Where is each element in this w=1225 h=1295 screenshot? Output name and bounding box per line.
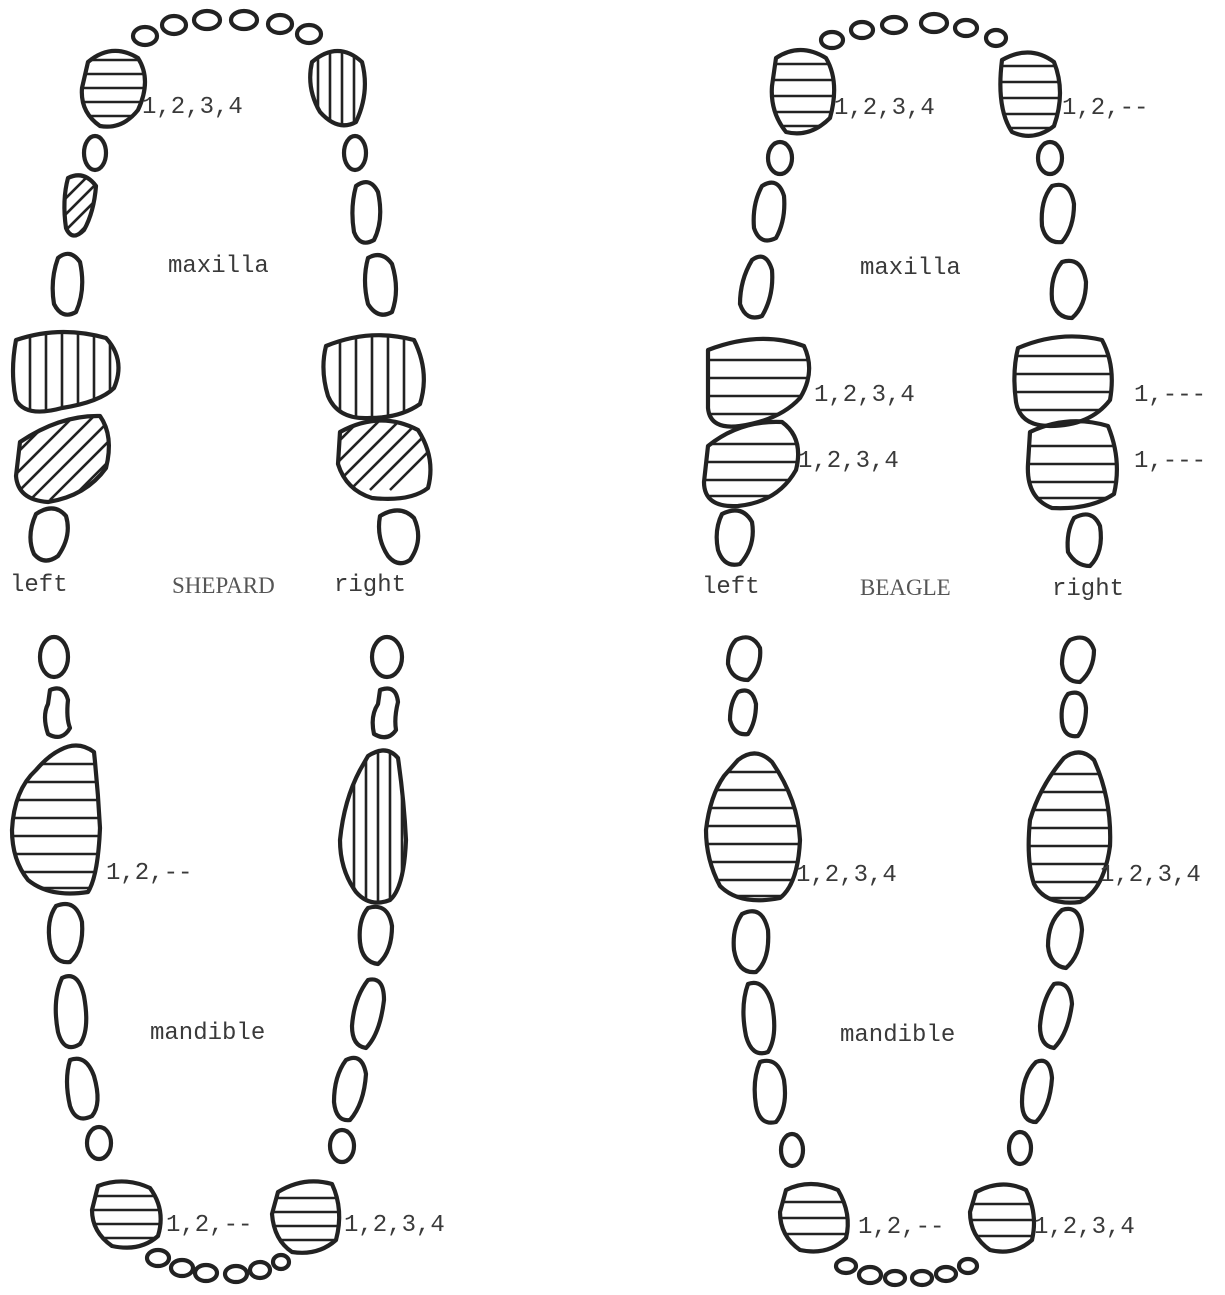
- shepard-upper-right-carnassials: [320, 320, 440, 499]
- beagle-upper-right-canine-label: 1,2,--: [1062, 97, 1148, 121]
- beagle-lower-left-molar-label: 1,2,3,4: [796, 864, 897, 888]
- beagle-maxilla-molars: [717, 510, 1101, 566]
- shepard-maxilla-molars: [30, 508, 418, 563]
- shepard-title: SHEPARD: [172, 574, 275, 597]
- beagle-upper-right-carnassials: [1000, 336, 1130, 508]
- shepard-upper-right-canine: [310, 40, 366, 140]
- beagle-upper-left-canine-label: 1,2,3,4: [834, 97, 935, 121]
- beagle-maxilla-premolars: [740, 142, 1086, 318]
- shepard-mandible-label: mandible: [150, 1022, 265, 1046]
- beagle-mandible-right-teeth: [960, 638, 1130, 1252]
- beagle-mandible-label: mandible: [840, 1024, 955, 1048]
- shepard-mandible-incisors: [147, 1250, 289, 1282]
- beagle-maxilla-incisors: [821, 14, 1006, 48]
- shepard-lower-right-canine-label: 1,2,3,4: [344, 1214, 445, 1238]
- beagle-upper-left-carnassial-1-label: 1,2,3,4: [814, 384, 915, 408]
- shepard-right-label: right: [334, 574, 406, 598]
- shepard-upper-left-canine-label: 1,2,3,4: [142, 96, 243, 120]
- beagle-mandible-left-teeth: [690, 637, 860, 1251]
- beagle-upper-left-carnassials: [690, 339, 830, 506]
- shepard-maxilla-incisors: [133, 11, 321, 45]
- beagle-title: BEAGLE: [860, 576, 951, 599]
- beagle-lower-left-canine-label: 1,2,--: [858, 1216, 944, 1240]
- beagle-lower-right-canine-label: 1,2,3,4: [1034, 1216, 1135, 1240]
- beagle-upper-left-carnassial-2-label: 1,2,3,4: [798, 450, 899, 474]
- beagle-upper-right-canine: [990, 52, 1070, 135]
- shepard-maxilla-premolars: [50, 136, 396, 315]
- beagle-right-label: right: [1052, 578, 1124, 602]
- beagle-lower-right-molar-label: 1,2,3,4: [1100, 864, 1201, 888]
- beagle-upper-right-carnassial-2-label: 1,---: [1134, 450, 1206, 474]
- shepard-maxilla-label: maxilla: [168, 255, 269, 279]
- shepard-upper-left-carnassials: [0, 320, 140, 502]
- beagle-mandible-incisors: [836, 1259, 977, 1285]
- beagle-maxilla-label: maxilla: [860, 257, 961, 281]
- shepard-left-label: left: [10, 574, 68, 598]
- beagle-left-label: left: [702, 576, 760, 600]
- shepard-lower-left-molar-label: 1,2,--: [106, 862, 192, 886]
- beagle-upper-right-carnassial-1-label: 1,---: [1134, 384, 1206, 408]
- shepard-mandible-right-teeth: [260, 637, 406, 1253]
- shepard-mandible-left-teeth: [0, 637, 180, 1248]
- shepard-lower-left-canine-label: 1,2,--: [166, 1214, 252, 1238]
